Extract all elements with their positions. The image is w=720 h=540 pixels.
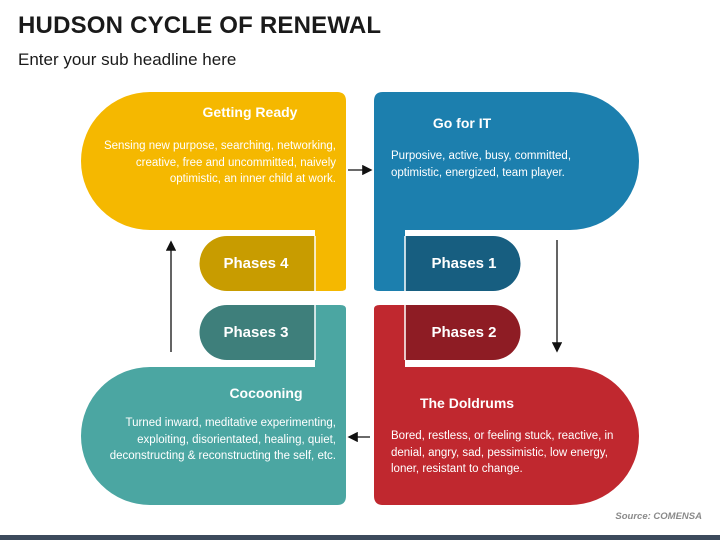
go-for-it-heading: Go for IT bbox=[432, 115, 492, 131]
go-for-it-shape bbox=[374, 92, 639, 291]
bottom-bar bbox=[0, 535, 720, 540]
phase-3-pill bbox=[199, 305, 315, 360]
phase-2-pill bbox=[405, 305, 521, 360]
go-for-it-body: Purposive, active, busy, committed, opti… bbox=[391, 150, 572, 179]
cocooning-shape bbox=[81, 305, 346, 505]
phase-1-pill bbox=[405, 236, 521, 291]
page-title: HUDSON CYCLE OF RENEWAL bbox=[18, 12, 382, 39]
the-doldrums-shape bbox=[374, 305, 639, 505]
cocooning-heading: Cocooning bbox=[229, 385, 303, 401]
cocooning-body: Turned inward, meditative experimenting,… bbox=[109, 417, 336, 462]
the-doldrums-heading: The Doldrums bbox=[419, 395, 515, 411]
phase-4-pill bbox=[199, 236, 315, 291]
page-subtitle: Enter your sub headline here bbox=[18, 50, 237, 69]
phase-4-label: Phases 4 bbox=[223, 255, 289, 272]
source-note: Source: COMENSA bbox=[615, 511, 702, 522]
phase-1-label: Phases 1 bbox=[431, 255, 497, 272]
phase-3-label: Phases 3 bbox=[223, 324, 289, 341]
getting-ready-heading: Getting Ready bbox=[202, 104, 298, 120]
getting-ready-shape bbox=[81, 92, 346, 291]
getting-ready-body: Sensing new purpose, searching, networki… bbox=[103, 140, 336, 185]
phase-2-label: Phases 2 bbox=[431, 324, 497, 341]
the-doldrums-body: Bored, restless, or feeling stuck, react… bbox=[391, 430, 614, 475]
